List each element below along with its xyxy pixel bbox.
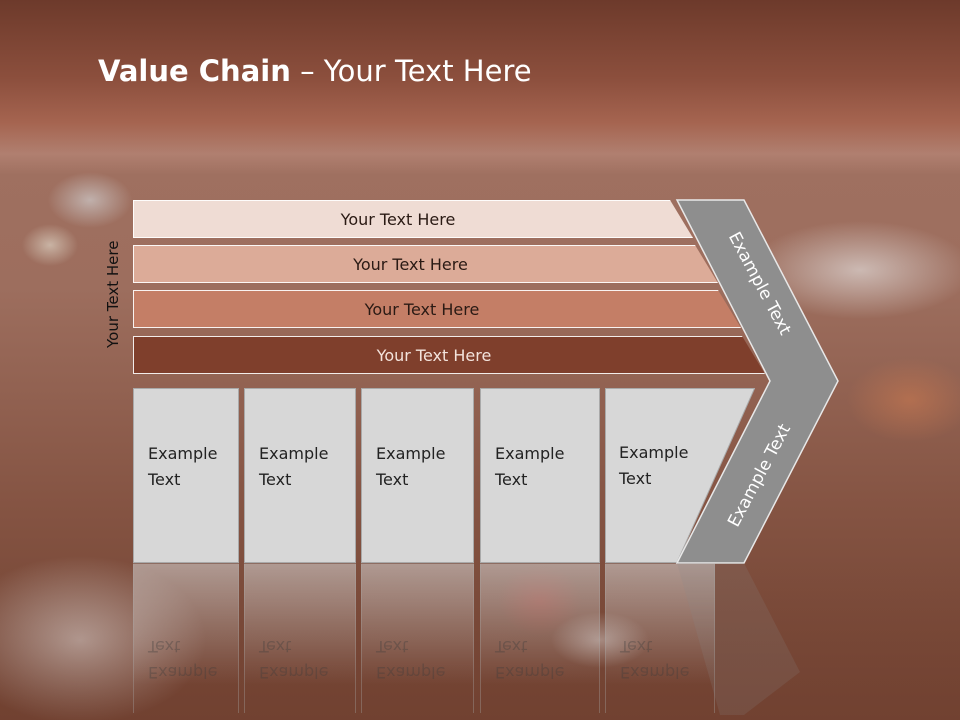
box-3-line1: Example [376,444,446,463]
bar-1[interactable]: Your Text Here [133,200,693,238]
box-5-line2: Text [619,469,652,488]
box-5-line1: Example [619,443,689,462]
box-3-line2: Text [376,470,409,489]
slide-title: Value Chain – Your Text Here [98,54,532,88]
title-band [0,0,960,175]
bar-4[interactable]: Your Text Here [133,336,765,374]
chevron-arrow [675,199,839,564]
box-1-line2: Text [148,470,181,489]
box-4-line2: Text [495,470,528,489]
bar-2[interactable]: Your Text Here [133,245,718,283]
bar-3[interactable]: Your Text Here [133,290,741,328]
bar-2-label: Your Text Here [353,254,468,274]
box-4-line1: Example [495,444,565,463]
box-2-line2: Text [259,470,292,489]
bar-1-label: Your Text Here [340,209,456,229]
box-2-line1: Example [259,444,329,463]
box-1-line1: Example [148,444,218,463]
bar-4-label: Your Text Here [376,345,492,365]
title-rest: – Your Text Here [290,54,532,88]
title-bold: Value Chain [98,54,291,88]
chevron-reflection [677,563,800,715]
bar-3-label: Your Text Here [364,299,480,319]
